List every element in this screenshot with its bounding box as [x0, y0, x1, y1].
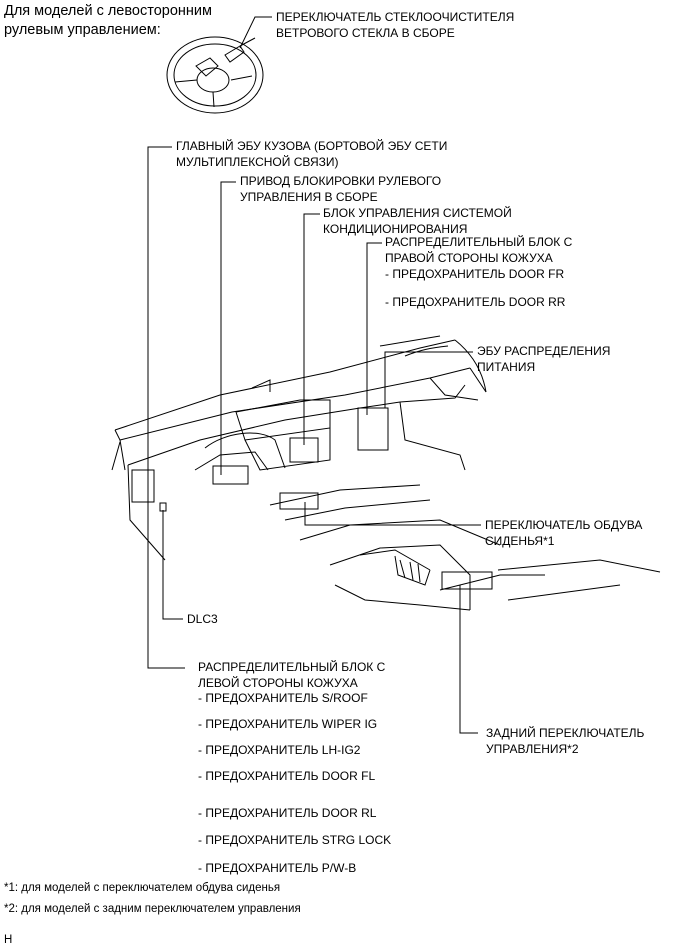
label-rh-fuse-door-fr: - ПРЕДОХРАНИТЕЛЬ DOOR FR: [385, 267, 565, 281]
leader-ac-control: [303, 213, 320, 445]
leader-rh-junction: [366, 242, 382, 415]
label-main-body-ecu-line1: ГЛАВНЫЙ ЭБУ КУЗОВА (БОРТОВОЙ ЭБУ СЕТИ: [176, 139, 448, 153]
label-dlc3: DLC3: [187, 612, 218, 626]
rh-junction-part: [357, 407, 389, 451]
leader-main-body-ecu-lh-junction: [147, 146, 185, 669]
dlc3-part: [159, 502, 167, 512]
label-lh-junction-line2: ЛЕВОЙ СТОРОНЫ КОЖУХА: [198, 676, 358, 690]
label-rh-junction-line2: ПРАВОЙ СТОРОНЫ КОЖУХА: [385, 251, 553, 265]
label-wiper-switch-line1: ПЕРЕКЛЮЧАТЕЛЬ СТЕКЛООЧИСТИТЕЛЯ: [276, 10, 515, 24]
label-ac-control-line1: БЛОК УПРАВЛЕНИЯ СИСТЕМОЙ: [323, 206, 512, 220]
leader-wiper-switch: [239, 16, 272, 49]
label-lh-fuse-strg-lock: - ПРЕДОХРАНИТЕЛЬ STRG LOCK: [198, 833, 392, 847]
label-lh-junction-line1: РАСПРЕДЕЛИТЕЛЬНЫЙ БЛОК С: [198, 660, 386, 674]
footnote-2: *2: для моделей с задним переключателем …: [4, 903, 301, 915]
leader-steering-lock: [220, 181, 236, 475]
label-lh-fuse-wiper-ig: - ПРЕДОХРАНИТЕЛЬ WIPER IG: [198, 717, 378, 731]
label-main-body-ecu-line2: МУЛЬТИПЛЕКСНОЙ СВЯЗИ): [176, 155, 339, 169]
label-rh-junction-line1: РАСПРЕДЕЛИТЕЛЬНЫЙ БЛОК С: [385, 235, 573, 249]
label-lh-fuse-door-rl: - ПРЕДОХРАНИТЕЛЬ DOOR RL: [198, 806, 377, 820]
seat-heater-switch-part: [279, 492, 319, 510]
label-rear-control-line1: ЗАДНИЙ ПЕРЕКЛЮЧАТЕЛЬ: [486, 726, 645, 740]
label-steering-lock-line1: ПРИВОД БЛОКИРОВКИ РУЛЕВОГО: [240, 174, 442, 188]
label-power-ecu-line2: ПИТАНИЯ: [477, 360, 536, 374]
rear-control-switch-part: [441, 571, 493, 590]
label-wiper-switch-line2: ВЕТРОВОГО СТЕКЛА В СБОРЕ: [276, 26, 455, 40]
steering-wheel-illustration: [166, 36, 264, 114]
label-rear-control-line2: УПРАВЛЕНИЯ*2: [486, 742, 579, 756]
label-lh-fuse-door-fl: - ПРЕДОХРАНИТЕЛЬ DOOR FL: [198, 769, 376, 783]
label-lh-fuse-pw-b: - ПРЕДОХРАНИТЕЛЬ P/W-B: [198, 861, 357, 875]
corner-mark: H: [4, 934, 13, 946]
label-ac-control-line2: КОНДИЦИОНИРОВАНИЯ: [323, 222, 468, 236]
header-line-2: рулевым управлением:: [4, 22, 161, 38]
label-lh-fuse-sroof: - ПРЕДОХРАНИТЕЛЬ S/ROOF: [198, 691, 368, 705]
label-seat-heater-line2: СИДЕНЬЯ*1: [485, 534, 555, 548]
leader-power-ecu: [384, 351, 473, 408]
steering-lock-part: [212, 465, 249, 485]
header-line-1: Для моделей с левосторонним: [4, 3, 212, 19]
label-steering-lock-line2: УПРАВЛЕНИЯ В СБОРЕ: [240, 190, 378, 204]
main-body-ecu-part: [131, 469, 155, 503]
label-lh-fuse-lh-ig2: - ПРЕДОХРАНИТЕЛЬ LH-IG2: [198, 743, 361, 757]
leader-seat-heater: [304, 502, 481, 526]
leader-dlc3: [162, 510, 183, 620]
label-power-ecu-line1: ЭБУ РАСПРЕДЕЛЕНИЯ: [477, 344, 611, 358]
leader-rear-control: [459, 585, 478, 734]
footnote-1: *1: для моделей с переключателем обдува …: [4, 882, 281, 894]
label-rh-fuse-door-rr: - ПРЕДОХРАНИТЕЛЬ DOOR RR: [385, 295, 566, 309]
dashboard-illustration: [111, 335, 661, 611]
label-seat-heater-line1: ПЕРЕКЛЮЧАТЕЛЬ ОБДУВА: [485, 518, 643, 532]
